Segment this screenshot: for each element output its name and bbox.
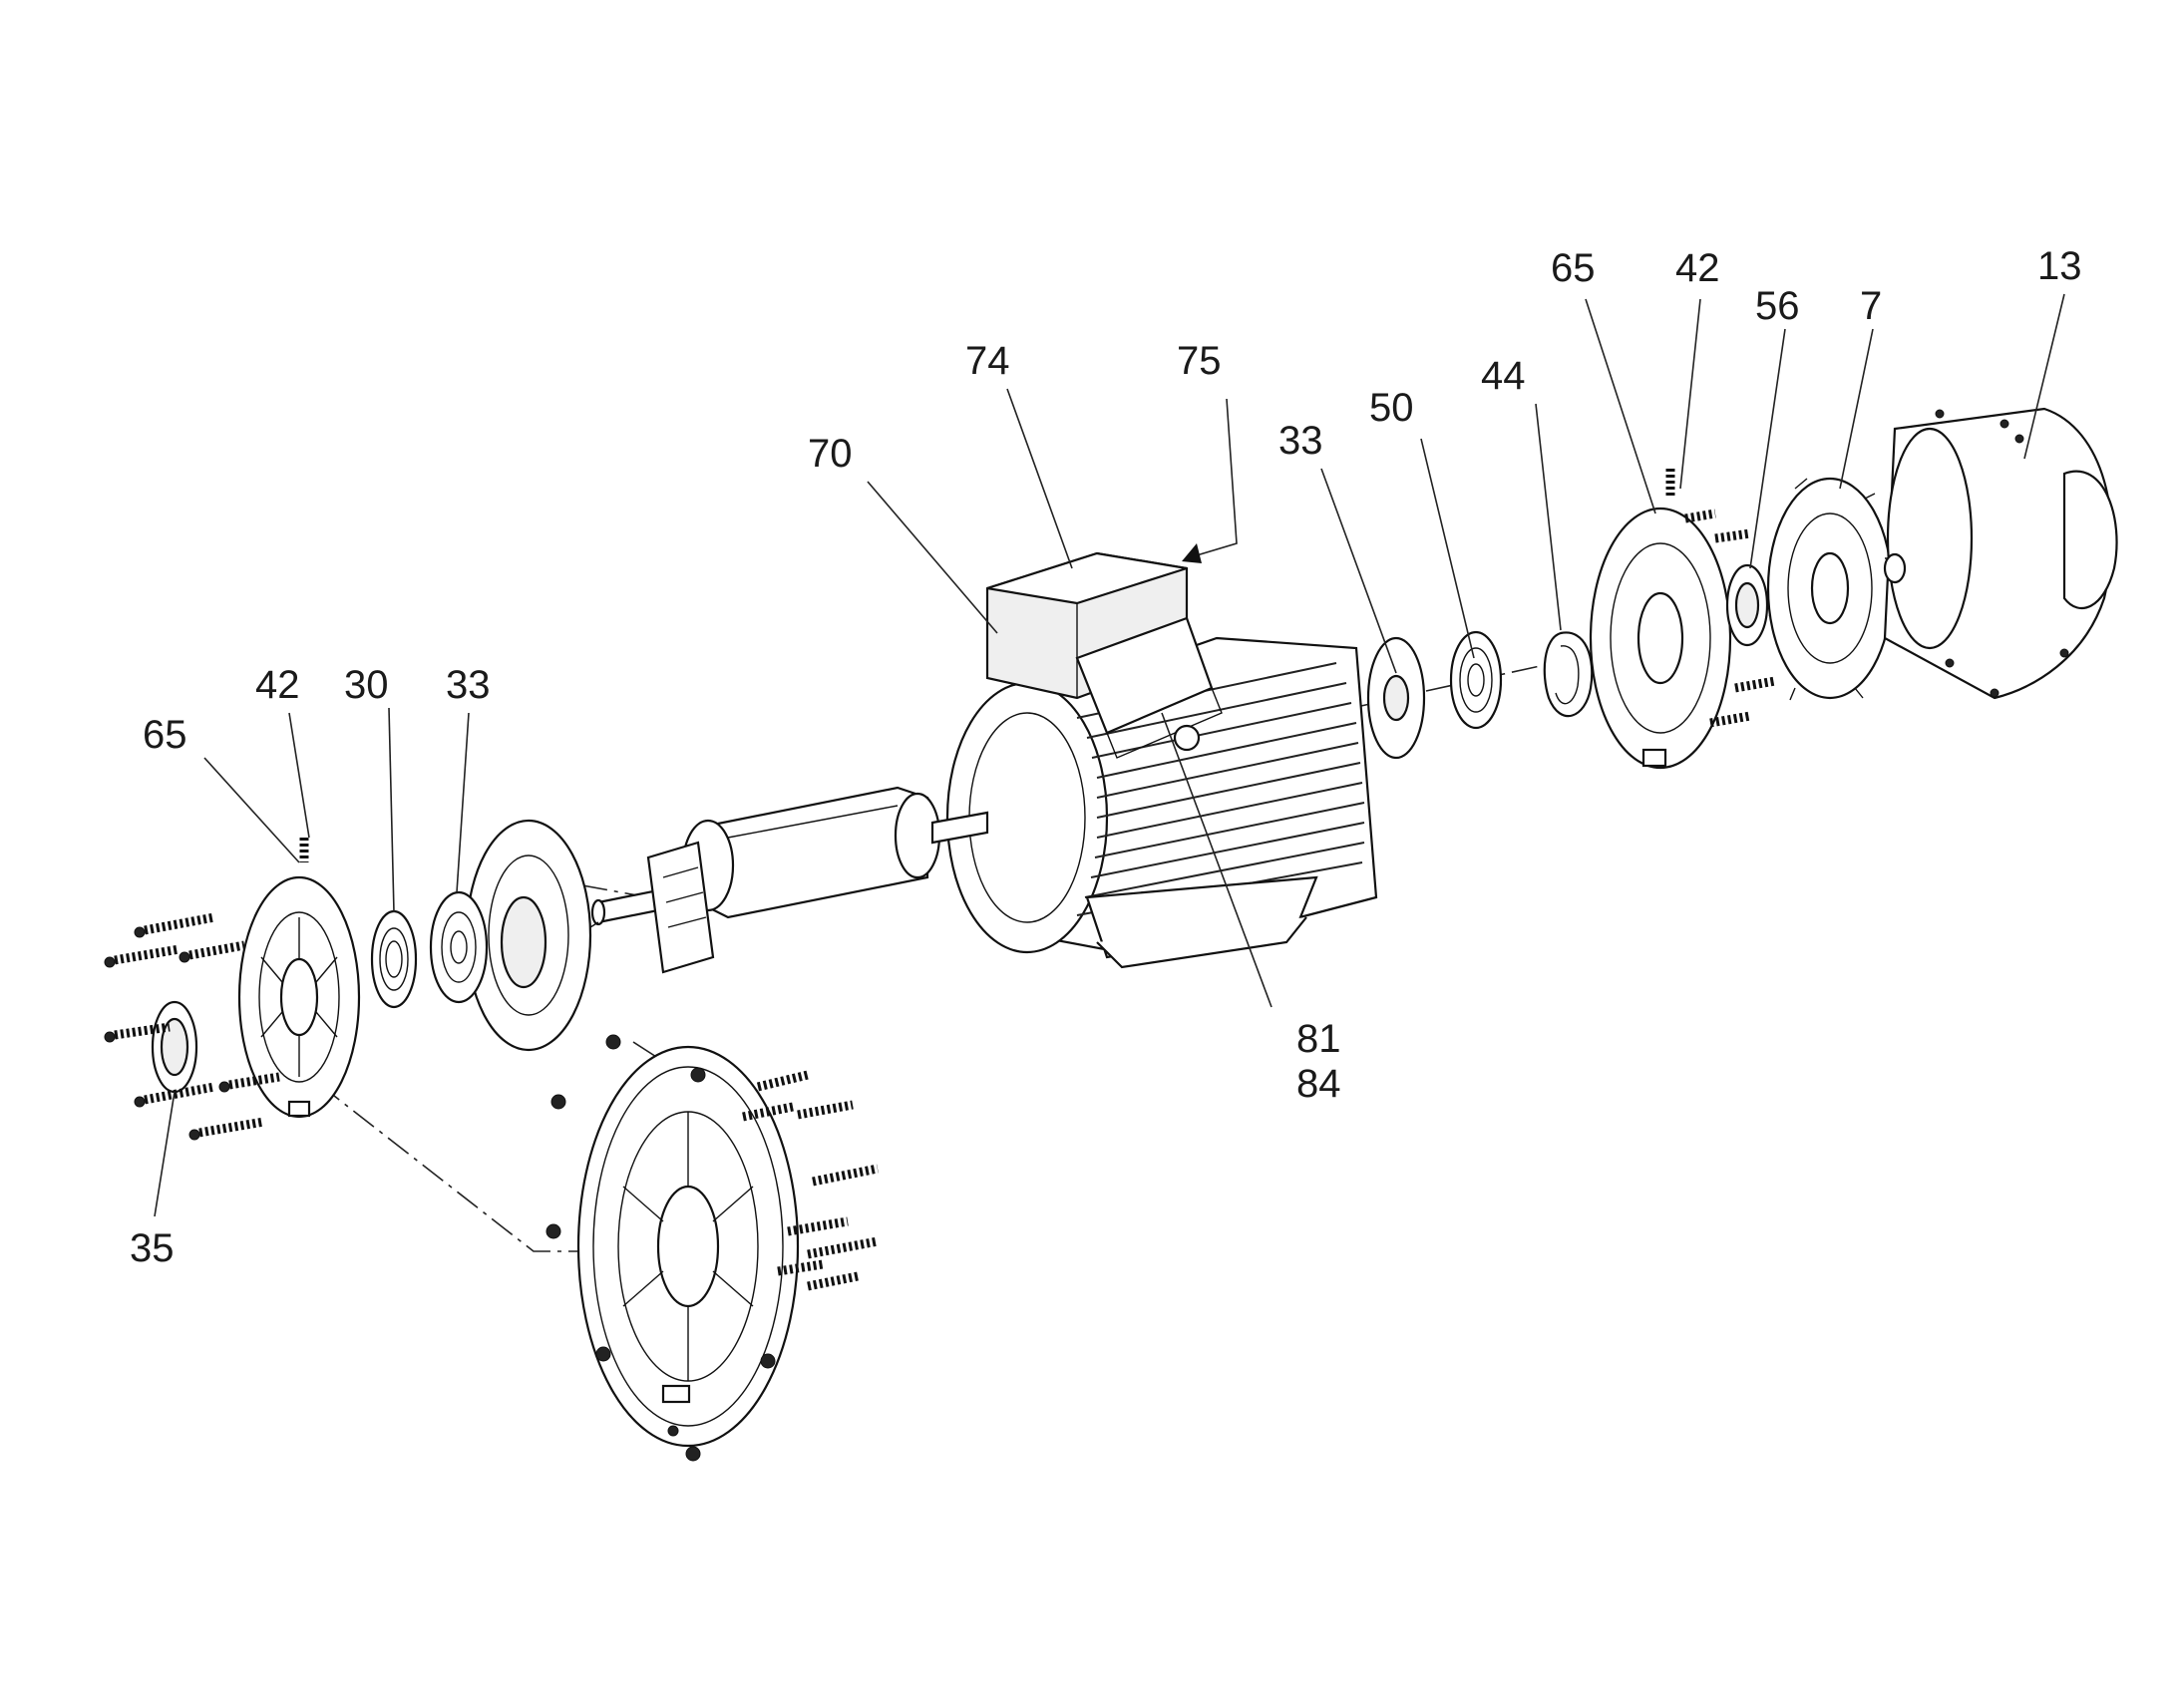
fan-cover — [1883, 407, 2118, 700]
callout-44: 44 — [1481, 354, 1526, 398]
flange-end-shield — [576, 1045, 800, 1448]
callout-56: 56 — [1755, 284, 1800, 328]
bearing-cover-right — [1366, 636, 1426, 760]
bearing-cover-left — [429, 890, 489, 1004]
shaft-seal-right — [1725, 563, 1769, 647]
callout-81: 81 — [1296, 1017, 1341, 1061]
bolts-left — [104, 838, 309, 1141]
callout-42-left: 42 — [255, 663, 300, 707]
stator-housing — [945, 551, 1378, 969]
callout-30: 30 — [344, 663, 389, 707]
flange-bolts — [545, 1034, 879, 1462]
leader-lines — [154, 293, 2065, 1217]
callout-33-left: 33 — [446, 663, 491, 707]
end-shield-left — [237, 875, 361, 1119]
callout-33-right: 33 — [1278, 419, 1323, 463]
rotor-with-shaft — [590, 786, 989, 974]
callout-65-right: 65 — [1551, 246, 1596, 290]
shaft-seal-left — [151, 1000, 198, 1094]
callout-50: 50 — [1369, 386, 1414, 430]
callout-84: 84 — [1296, 1062, 1341, 1106]
callout-75: 75 — [1177, 339, 1222, 383]
callout-13: 13 — [2037, 244, 2082, 288]
cooling-fins — [1076, 662, 1365, 916]
callout-35: 35 — [130, 1226, 175, 1270]
bearing-left — [370, 909, 418, 1009]
bearing-right — [1449, 630, 1503, 730]
callout-65-left: 65 — [143, 713, 187, 757]
circlip — [1543, 631, 1594, 718]
callout-7: 7 — [1860, 284, 1882, 328]
callout-74: 74 — [965, 339, 1010, 383]
callout-42-right: 42 — [1675, 246, 1720, 290]
end-shield-right — [1589, 507, 1732, 770]
callout-labels: 70 74 75 33 50 44 65 42 56 7 13 42 30 33… — [130, 244, 2082, 1270]
bolts-right — [1665, 409, 2069, 728]
cooling-fan — [1766, 477, 1896, 701]
callout-70: 70 — [808, 432, 853, 476]
